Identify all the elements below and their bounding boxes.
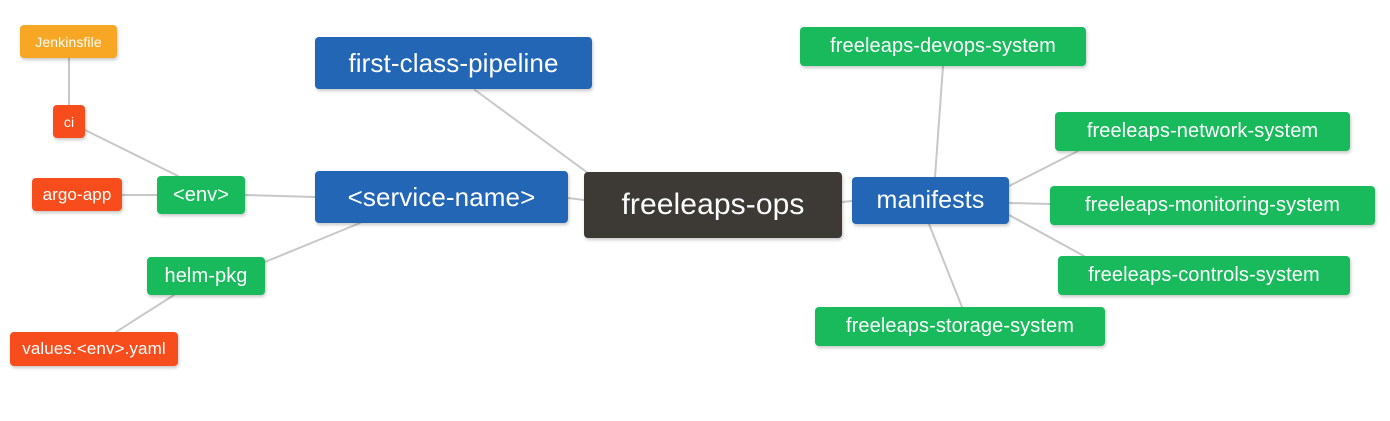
node-freeleaps-controls-system[interactable]: freeleaps-controls-system — [1058, 256, 1350, 295]
edge-manifests-to-freeleaps-storage-system — [928, 223, 963, 308]
node-freeleaps-network-system[interactable]: freeleaps-network-system — [1055, 112, 1350, 151]
node-first-class-pipeline[interactable]: first-class-pipeline — [315, 37, 592, 89]
edge-freeleaps-ops-to-service-name — [567, 197, 585, 201]
node-freeleaps-storage-system[interactable]: freeleaps-storage-system — [815, 307, 1105, 346]
node-freeleaps-devops-system[interactable]: freeleaps-devops-system — [800, 27, 1086, 66]
edge-service-name-to-env — [244, 194, 316, 198]
node-freeleaps-ops[interactable]: freeleaps-ops — [584, 172, 842, 238]
node-jenkinsfile[interactable]: Jenkinsfile — [20, 25, 117, 58]
node-ci[interactable]: ci — [53, 105, 85, 138]
node-helm-pkg[interactable]: helm-pkg — [147, 257, 265, 295]
node-service-name[interactable]: <service-name> — [315, 171, 568, 223]
node-values-yaml[interactable]: values.<env>.yaml — [10, 332, 178, 366]
node-freeleaps-monitoring-system[interactable]: freeleaps-monitoring-system — [1050, 186, 1375, 225]
edge-freeleaps-ops-to-manifests — [841, 200, 853, 203]
edge-service-name-to-helm-pkg — [264, 222, 361, 263]
edge-manifests-to-freeleaps-network-system — [1008, 150, 1079, 187]
edge-helm-pkg-to-values-yaml — [115, 294, 175, 333]
node-manifests[interactable]: manifests — [852, 177, 1009, 224]
edge-manifests-to-freeleaps-devops-system — [934, 65, 944, 178]
node-env[interactable]: <env> — [157, 176, 245, 214]
edge-manifests-to-freeleaps-monitoring-system — [1008, 202, 1051, 205]
node-argo-app[interactable]: argo-app — [32, 178, 122, 211]
edge-env-to-ci — [84, 129, 179, 177]
edge-freeleaps-ops-to-first-class-pipeline — [474, 89, 593, 177]
